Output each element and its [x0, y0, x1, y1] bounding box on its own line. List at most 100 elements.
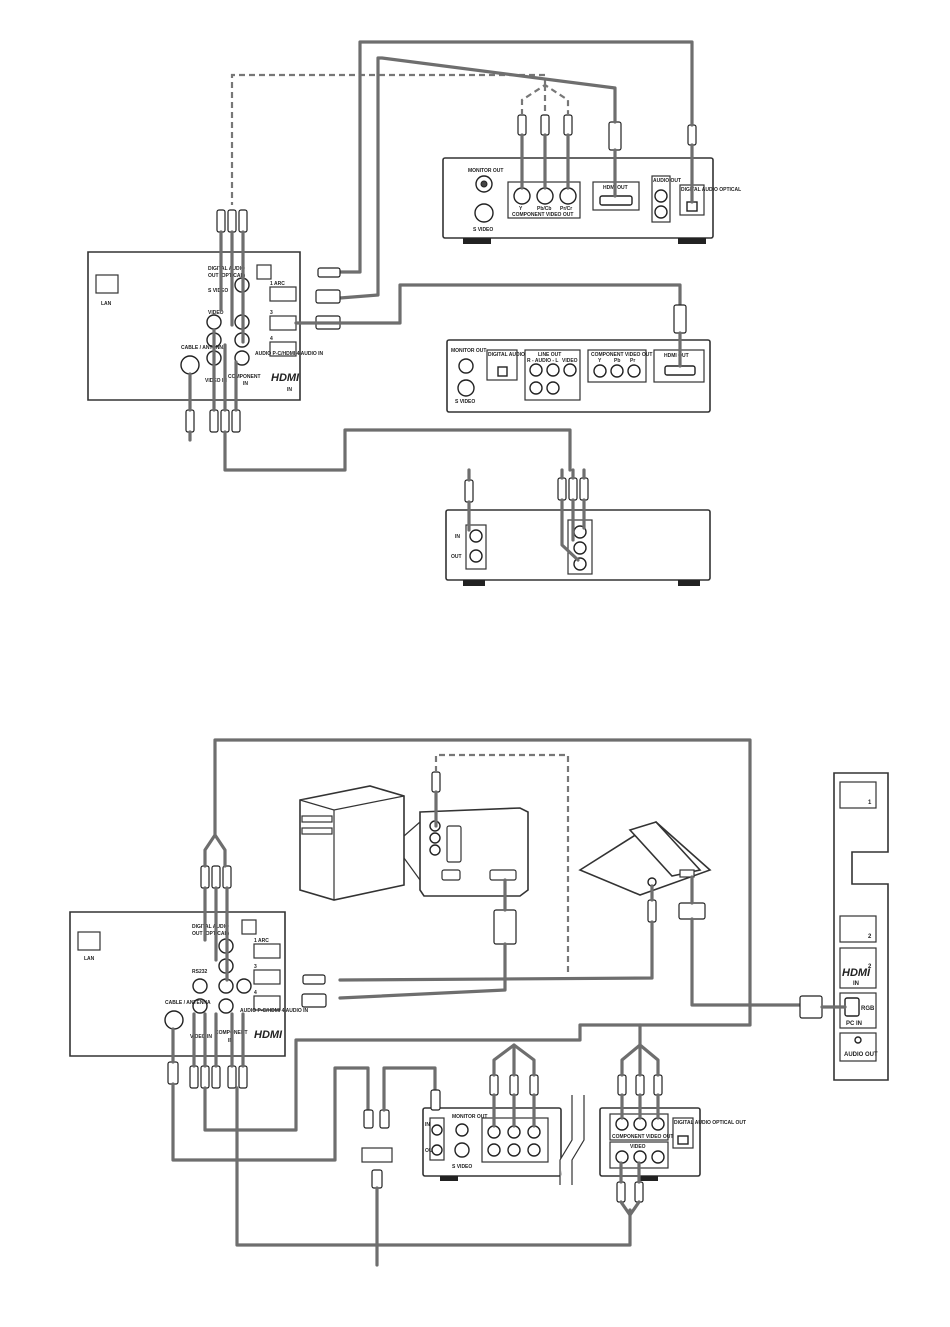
tv-bot-component-loop	[203, 738, 752, 1132]
device3-plug-2	[568, 477, 578, 501]
tv-bot-plug-pb	[211, 865, 221, 889]
tv-top-audio-note: AUDIO P-C/HDMI 4 AUDIO IN	[255, 351, 324, 357]
tv-bot-plug-3	[211, 1065, 221, 1089]
tv-bot-hdmi-logo: HDMI	[254, 1029, 283, 1041]
device5-y-jack	[615, 1117, 629, 1131]
device1-component-label: COMPONENT VIDEO OUT	[512, 212, 573, 218]
device2-monitor-out-label: MONITOR OUT	[451, 348, 486, 354]
device1-svideo-label: S VIDEO	[473, 227, 493, 233]
device2-line-video-jack	[563, 363, 577, 377]
tv-bot-plug-5	[238, 1065, 248, 1089]
tv-top-plug-ar	[231, 409, 241, 433]
device5-av-1	[615, 1150, 629, 1164]
device5-av-2	[633, 1150, 647, 1164]
tv-top-hdmi1-port	[269, 286, 297, 302]
device1-component-plugs	[517, 114, 697, 151]
tv-bot-out-optical-label: OUT (OPTICAL)	[192, 931, 230, 937]
tv-top-hdmi4-port	[269, 341, 297, 357]
tv-bot-hdmi1-label: 1 ARC	[254, 938, 269, 944]
side-audio-out-label: AUDIO OUT	[844, 1052, 878, 1058]
splitter-plug-2	[379, 1109, 390, 1129]
device3-rf-out-jack	[469, 549, 483, 563]
tv-bot-plug-4	[227, 1065, 237, 1089]
device1-svideo-jack	[474, 203, 494, 223]
device1-audio-r-jack	[654, 205, 668, 219]
device2-pb-label: Pb	[614, 358, 620, 364]
device2-line-r2-jack	[529, 381, 543, 395]
tv-top-component-cables	[219, 230, 245, 344]
laptop	[578, 821, 712, 896]
device2-svideo-jack	[457, 379, 475, 397]
device4-svideo-label: S VIDEO	[452, 1164, 472, 1170]
tv-bot-lan-label: LAN	[84, 956, 95, 962]
tv-bot-plug-y	[200, 865, 210, 889]
device2-line-l2-jack	[546, 381, 560, 395]
tv-bot-audio-loop	[235, 1086, 632, 1247]
tv-top-av-to-device3	[223, 428, 572, 472]
device2-pr-label: Pr	[630, 358, 635, 364]
device1-pb-label: Pb/Cb	[537, 206, 551, 212]
tv-top-antenna-jack	[180, 355, 200, 375]
tv-top-av-cables	[212, 328, 238, 412]
device4-foot	[440, 1176, 458, 1181]
pc-tower-drive1	[301, 815, 333, 823]
tv-top-in-label: IN	[243, 381, 248, 387]
device4-monitor-out-label: MONITOR OUT	[452, 1114, 487, 1120]
tv-top-component-label: COMPONENT	[228, 374, 261, 380]
device5-component-cables	[620, 1023, 660, 1120]
tv-top-plug-optical	[317, 267, 341, 278]
device5-av-3	[651, 1150, 665, 1164]
tv-bot-lan-port	[77, 931, 101, 951]
device2-pb-jack	[610, 364, 624, 378]
antenna-splitter	[361, 1109, 393, 1189]
device1-foot-right	[678, 238, 706, 244]
side-usb1-port	[839, 781, 877, 809]
pc-tower-body	[299, 785, 405, 901]
tv-top-digital-audio-label: DIGITAL AUDIO	[208, 266, 245, 272]
device2-optical-port	[497, 366, 508, 377]
tv-top-video-in-label: VIDEO IN	[205, 378, 227, 384]
device1-pr-label: Pr/Cr	[560, 206, 572, 212]
device5-video-label: VIDEO	[630, 1144, 646, 1150]
device1-pr-jack	[559, 187, 577, 205]
tv-top-hdmi3-port	[269, 315, 297, 331]
side-usb1-label: 1	[868, 800, 872, 806]
device3-av-l-jack	[573, 541, 587, 555]
device3-foot-right	[678, 580, 700, 586]
splitter-body	[361, 1147, 393, 1163]
tv-top-plug-pb	[227, 209, 237, 233]
tv-bot-hdmi3-label: 3	[254, 964, 257, 970]
device4-plug-3	[529, 1074, 539, 1096]
pc-audio-jack-2	[429, 832, 441, 844]
laptop-base	[578, 821, 712, 896]
device2-hdmi-label: HDMI OUT	[664, 353, 689, 359]
device1-player: MONITOR OUT S VIDEO Y Pb/Cb Pr/Cr COMPON…	[442, 157, 741, 244]
tv-bot-hdmi4-port	[253, 995, 281, 1011]
pc-tower	[299, 785, 405, 901]
device2-monitor-out-jack	[458, 358, 474, 374]
tv-bot-pc-audio-jack	[236, 978, 252, 994]
device4-svideo-jack	[454, 1142, 470, 1158]
tv-top-video-jack	[206, 314, 222, 330]
device5-component-label: COMPONENT VIDEO OUT	[612, 1134, 673, 1140]
device1-optical-label: DIGITAL AUDIO OPTICAL	[681, 187, 741, 193]
device4-component-cables	[492, 1043, 536, 1128]
device5-plug-al	[616, 1181, 626, 1203]
tv-top-plugs	[185, 209, 341, 433]
side-usb2-port	[839, 915, 877, 943]
side-rgb-label: RGB	[861, 1006, 875, 1012]
side-usb2-label: 2	[868, 934, 872, 940]
tv-top-cable-label: CABLE / ANTENNA	[181, 345, 227, 351]
device5-plug-pb	[635, 1074, 645, 1096]
tv-top-plug-hdmi1	[315, 289, 341, 304]
tv-bot-av-drops	[192, 1012, 245, 1068]
tv-top-hdmi-logo: HDMI	[271, 372, 300, 384]
device1-foot-left	[463, 238, 491, 244]
splitter-plug-1	[363, 1109, 374, 1129]
device4-rf-out-jack	[431, 1144, 443, 1156]
device5-plug-pr	[653, 1074, 663, 1096]
pc-tower-drive2	[301, 827, 333, 835]
tv-bot-video-jack	[192, 998, 208, 1014]
device1-audio-l-jack	[654, 189, 668, 203]
device2-player: MONITOR OUT S VIDEO DIGITAL AUDIO OUT (O…	[446, 339, 711, 413]
